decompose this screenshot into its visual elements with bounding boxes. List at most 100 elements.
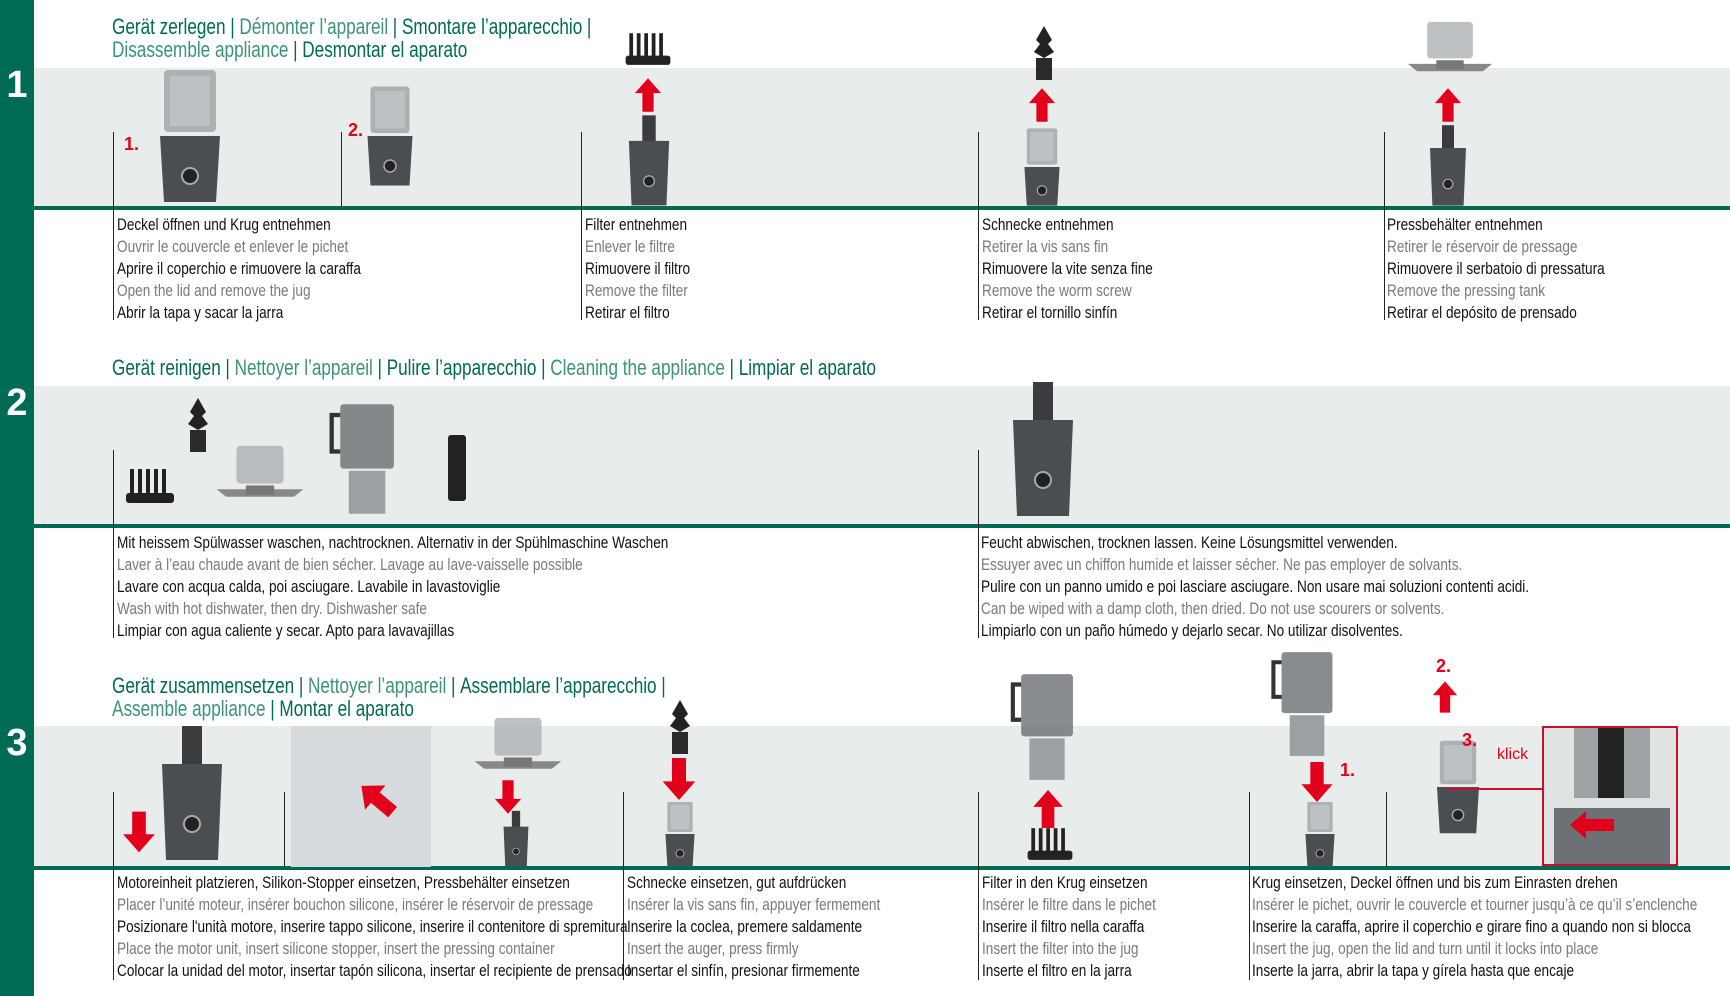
pressing-tank-image [1400,20,1500,84]
auger-image [1024,24,1064,84]
jug-image [998,670,1094,784]
instruction-line: Essuyer avec un chiffon humide et laisse… [981,555,1463,574]
title-separator: | [450,673,456,698]
arrow-up-icon [634,78,662,112]
divider [113,450,114,638]
arrow-up-icon [1028,790,1068,828]
step-marker: 1. [1340,760,1356,780]
motor-base-image [1410,124,1486,208]
jug-image [318,400,414,518]
instruction-line: Insérer la vis sans fin, appuyer fermeme… [627,895,881,914]
motor-base-image [150,724,234,864]
title-en: Assemble appliance [112,696,266,721]
step-instructions: Motoreinheit platzieren, Silikon-Stopper… [117,872,632,982]
juicer-jug-removal-image [360,66,420,206]
divider [113,792,114,980]
title-separator: | [586,14,592,39]
divider [1249,792,1250,980]
instruction-line: Filter in den Krug einsetzen [982,873,1148,892]
instruction-line: Schnecke einsetzen, gut aufdrücken [627,873,847,892]
juicer-base-image [1000,126,1084,208]
divider [978,132,979,320]
title-separator: | [270,696,275,721]
title-de: Gerät zusammensetzen [112,673,295,698]
title-fr: Nettoyer l’appareil [307,673,447,698]
motor-base-image [476,810,556,868]
instruction-line: Ouvrir le couvercle et enlever le pichet [117,237,349,256]
divider [1386,792,1387,867]
instruction-line: Limpiar con agua caliente y secar. Apto … [117,621,455,640]
section-number: 1 [6,64,28,106]
step-marker: 2. [348,120,364,140]
instruction-line: Remove the worm screw [982,281,1132,300]
instruction-line: Limpiarlo con un paño húmedo y dejarlo s… [981,621,1403,640]
title-it: Smontare l’apparecchio [401,14,583,39]
juicer-base-image [604,114,694,208]
section-number: 3 [6,722,28,764]
instruction-line: Retirer la vis sans fin [982,237,1109,256]
instruction-line: Inserte el filtro en la jarra [982,961,1132,980]
instruction-line: Insert the filter into the jug [982,939,1139,958]
brush-image [442,432,472,504]
instruction-line: Rimuovere il filtro [585,259,691,278]
instruction-line: Remove the filter [585,281,688,300]
section-number: 2 [6,382,28,424]
instruction-line: Can be wiped with a damp cloth, then dri… [981,599,1445,618]
pressing-tank-image [212,444,308,510]
title-separator: | [541,355,546,380]
arrow-down-icon [122,806,156,858]
divider [113,132,114,320]
illustration-band [34,386,1730,528]
callout-line [1446,788,1542,790]
instruction-line: Placer l’unité moteur, insérer bouchon s… [117,895,594,914]
instruction-line: Pressbehälter entnehmen [1387,215,1543,234]
title-separator: | [729,355,735,380]
title-de: Gerät reinigen [112,355,221,380]
divider [623,792,624,980]
instruction-line: Insertar el sinfín, presionar firmemente [627,961,860,980]
instruction-line: Colocar la unidad del motor, insertar ta… [117,961,632,980]
step-marker: 1. [124,134,140,154]
arrow-left-icon [1570,811,1614,839]
title-separator: | [661,673,666,698]
divider [978,450,979,638]
filter-image [1022,826,1078,864]
title-separator: | [230,14,235,39]
juicer-side-image [1430,716,1486,858]
instruction-line: Insérer le pichet, ouvrir le couvercle e… [1252,895,1698,914]
title-es: Limpiar el aparato [738,355,877,380]
instruction-line: Filter entnehmen [585,215,688,234]
step-marker: 3. [1462,730,1478,750]
divider [284,792,285,867]
title-fr: Démonter l’appareil [239,14,389,39]
instruction-line: Insérer le filtre dans le pichet [982,895,1156,914]
section-title: Gerät reinigen|Nettoyer l’appareil|Pulir… [112,356,876,379]
juicer-lid-open-image [150,66,230,206]
step-instructions: Mit heissem Spülwasser waschen, nachtroc… [117,532,668,642]
divider [341,132,342,207]
arrow-up-icon [1432,680,1458,714]
title-es: Desmontar el aparato [302,37,468,62]
instruction-line: Open the lid and remove the jug [117,281,311,300]
title-en: Cleaning the appliance [550,355,725,380]
section-title: Gerät zusammensetzen|Nettoyer l’appareil… [112,674,670,720]
title-separator: | [377,355,383,380]
title-separator: | [392,14,398,39]
instruction-line: Rimuovere la vite senza fine [982,259,1153,278]
instruction-line: Rimuovere il serbatoio di pressatura [1387,259,1605,278]
instruction-line: Inserte la jarra, abrir la tapa y gírela… [1252,961,1575,980]
instruction-line: Inserire il filtro nella caraffa [982,917,1145,936]
instruction-line: Insert the auger, press firmly [627,939,799,958]
title-separator: | [225,355,230,380]
instruction-line: Inserire la caraffa, aprire il coperchio… [1252,917,1691,936]
jug-image [1258,648,1354,760]
instruction-line: Enlever le filtre [585,237,675,256]
section-sidebar [0,0,34,996]
auger-image [660,698,700,758]
instruction-line: Krug einsetzen, Deckel öffnen und bis zu… [1252,873,1618,892]
